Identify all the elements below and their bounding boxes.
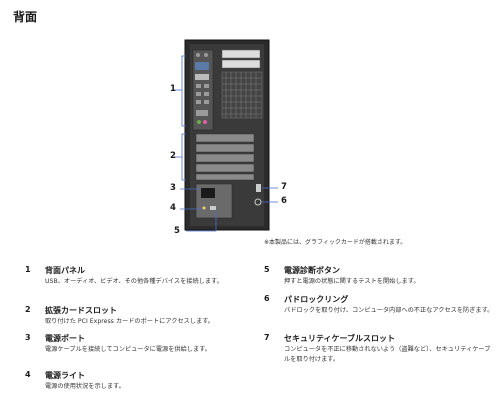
- power-diagnostic-button-shape: [210, 206, 216, 210]
- callout-7: 7: [281, 182, 287, 192]
- computer-rear-illustration: [174, 39, 278, 232]
- legend-number: 6: [264, 294, 270, 303]
- legend-description: 押すと電源の状態に関するテストを開始します。: [284, 278, 420, 285]
- legend-description: コンピュータを不正に移動されないよう（盗難など）、セキュリティケーブルを取り付け…: [284, 346, 491, 363]
- callout-3: 3: [170, 183, 176, 193]
- page-title: 背面: [13, 10, 38, 24]
- legend-description: 電源ケーブルを接続してコンピュータに電源を供給します。: [45, 346, 211, 353]
- security-slot-shape: [256, 184, 261, 192]
- legend-description: 取り付けた PCI Express カードのポートにアクセスします。: [45, 318, 214, 325]
- callout-4: 4: [170, 203, 176, 213]
- callout-1: 1: [170, 84, 176, 94]
- legend-title: 背面パネル: [45, 266, 85, 275]
- legend-number: 1: [25, 265, 31, 274]
- fan-grill-mesh: [222, 72, 262, 118]
- callout-2: 2: [170, 151, 176, 161]
- legend-description: パドロックを取り付け、コンピュータ内部への不正なアクセスを防ぎます。: [284, 307, 494, 314]
- legend-title: 電源ライト: [45, 371, 85, 380]
- legend-description: USB、オーディオ、ビデオ、その他各種デバイスを接続します。: [45, 278, 223, 285]
- io-ports: [195, 53, 209, 124]
- legend-title: セキュリティケーブルスロット: [284, 334, 396, 343]
- padlock-ring-shape: [254, 198, 262, 206]
- top-vent: [221, 49, 261, 69]
- legend-description: 電源の使用状況を示します。: [45, 383, 125, 390]
- legend-title: 電源ポート: [45, 334, 85, 343]
- legend-title: パドロックリング: [284, 295, 349, 304]
- callout-5: 5: [174, 226, 180, 236]
- graphics-card-note: ※本製品には、グラフィックカードが搭載されます。: [264, 239, 407, 246]
- fan-grill: [221, 71, 263, 119]
- expansion-slots: [195, 133, 255, 181]
- legend-number: 2: [25, 305, 31, 314]
- power-light-shape: [202, 206, 206, 210]
- rear-panel-figure: 1 2 3 4 5 7 6 ※本製品には、グラフィックカードが搭載されます。: [170, 39, 407, 246]
- callout-lines: [174, 55, 278, 232]
- legend-number: 5: [264, 265, 270, 274]
- legend-number: 7: [264, 333, 270, 342]
- legend-number: 4: [25, 370, 31, 379]
- legend-title: 拡張カードスロット: [45, 306, 117, 315]
- power-port-shape: [201, 188, 215, 198]
- callout-6: 6: [281, 196, 287, 206]
- legend-title: 電源診断ボタン: [284, 266, 340, 275]
- legend-number: 3: [25, 333, 31, 342]
